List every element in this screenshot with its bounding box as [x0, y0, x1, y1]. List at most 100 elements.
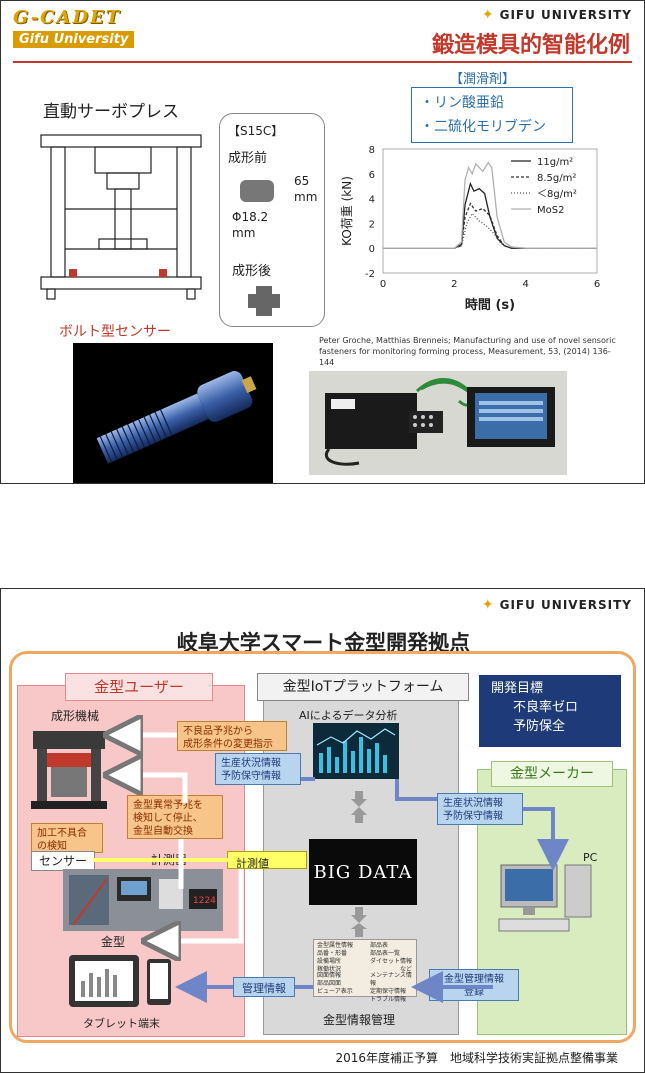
production-info-box-left: 生産状況情報 予防保守情報 [215, 753, 301, 785]
mold-label: 金型 [101, 935, 126, 949]
univ-header: ✦ GIFU UNIVERSITY [482, 7, 632, 23]
mold-mgmt-line: 登録 [464, 987, 484, 998]
diameter-unit: mm [232, 226, 256, 240]
series-line [383, 212, 597, 249]
y-tick-label: 2 [369, 219, 375, 230]
x-tick-label: 0 [380, 279, 386, 290]
anomaly-line: 金型異常予兆を [133, 800, 203, 811]
ai-analysis-label: AIによるデータ分析 [299, 709, 398, 722]
doc-line: ビューア表示 [317, 988, 353, 995]
goal-item: 不良率ゼロ [513, 700, 579, 715]
bolt-sensor-photo [73, 343, 273, 483]
legend-entry: 11g/m² [537, 157, 573, 168]
doc-line: 金型属性情報 [317, 942, 354, 949]
flow-arrows [1, 589, 569, 1003]
doc-line: 部品図面 [317, 980, 342, 987]
slide-title: 鍛造模具的智能化例 [431, 32, 630, 58]
x-axis-label: 時間 (s) [465, 297, 515, 313]
legend-entry: ＜8g/m² [537, 189, 577, 200]
slide-2: ✦ GIFU UNIVERSITY 岐阜大学スマート金型開発拠点 金型ユーザー … [0, 588, 645, 1073]
anomaly-detection-box: 金型異常予兆を 検知して停止、 金型自動交換 [127, 795, 223, 839]
y-tick-label: 8 [369, 145, 375, 156]
sensor-marker-left [69, 269, 77, 277]
goal-box: 開発目標 不良率ゼロ 予防保全 [479, 675, 621, 747]
management-info-label: 管理情報 [242, 982, 286, 995]
doc-line: など [400, 966, 413, 973]
goal-title: 開発目標 [491, 681, 544, 696]
y-axis-label: KO荷重 (kN) [340, 176, 354, 246]
x-tick-label: 4 [522, 279, 528, 290]
measurement-device-photo [309, 371, 567, 475]
sensor-label: センサー [31, 851, 95, 871]
prod-info-line: 予防保守情報 [443, 811, 503, 822]
tablet-image [69, 955, 171, 1007]
citation: Peter Groche, Matthias Brenneis; Manufac… [319, 336, 616, 367]
after-forming-label: 成形後 [232, 264, 272, 279]
header-divider [13, 61, 632, 63]
defect-line: 不良品予兆から [183, 726, 253, 737]
management-info-box: 管理情報 [233, 977, 295, 997]
univ-name: GIFU UNIVERSITY [499, 598, 632, 612]
doc-line: メンテナンス情報 [370, 972, 412, 987]
forming-machine-label: 成形機械 [51, 709, 100, 723]
press-title: 直動サーボプレス [43, 102, 179, 122]
yellow-arrow-line [93, 858, 229, 862]
doc-line: 部品表 [370, 942, 389, 949]
doc-line: 定期保守情報 [370, 988, 407, 995]
series-line [383, 161, 597, 249]
anomaly-line: 検知して停止、 [133, 813, 203, 824]
billet-cylinder [240, 180, 274, 202]
doc-line: ダイセット情報 [370, 958, 413, 965]
x-tick-label: 2 [451, 279, 457, 290]
y-tick-label: -2 [365, 269, 375, 280]
material-box: 【S15C】 成形前 65 mm Φ18.2 mm 成形後 [219, 113, 325, 327]
height-unit: mm [294, 190, 318, 204]
user-panel-title: 金型ユーザー [65, 673, 213, 701]
diameter-value: Φ18.2 [232, 210, 269, 224]
doc-line: 部品表一覧 [370, 950, 401, 957]
logo-bottom-text: Gifu University [13, 31, 135, 48]
machining-line: の検知 [37, 841, 67, 852]
doc-line: トラブル情報 [370, 996, 407, 1003]
logo-top-text: G-CADET [13, 7, 122, 28]
lubricant-item: ・リン酸亜鉛 [420, 95, 504, 111]
g-cadet-logo: G-CADET Gifu University [13, 7, 143, 55]
machining-line: 加工不具合 [37, 828, 87, 839]
doc-line: 設備場所 [317, 958, 342, 965]
y-tick-label: 0 [369, 244, 375, 255]
maker-panel-title: 金型メーカー [491, 761, 613, 787]
height-value: 65 [294, 174, 310, 188]
outer-frame [9, 651, 636, 1043]
bolt-sensor-label: ボルト型センサー [59, 324, 171, 340]
mold-document: 金型属性情報 品番・形番 設備場所 稼働状況 部品表 部品表一覧 ダイセット情報… [313, 939, 417, 1003]
material-grade: 【S15C】 [228, 124, 284, 138]
before-forming-label: 成形前 [228, 151, 268, 166]
doc-line: 品番・形番 [317, 950, 348, 957]
doc-line: 図面情報 [317, 972, 342, 979]
univ-wing-icon: ✦ [481, 7, 494, 23]
big-data-box: BIG DATA [309, 839, 417, 905]
doc-line: 稼働状況 [317, 966, 342, 973]
univ-name: GIFU UNIVERSITY [499, 8, 632, 22]
platform-panel-title: 金型IoTプラットフォーム [257, 673, 469, 701]
formed-part-icon [248, 286, 280, 316]
legend-entry: 8.5g/m² [537, 173, 576, 184]
ai-analysis-image [313, 723, 399, 779]
y-tick-label: 4 [369, 195, 375, 206]
svg-text:1224: 1224 [193, 896, 216, 906]
anomaly-line: 金型自動交換 [133, 826, 193, 837]
slide-1: G-CADET Gifu University ✦ GIFU UNIVERSIT… [0, 0, 645, 484]
mold-mgmt-line: 金型管理情報 [444, 974, 504, 985]
pc-image [498, 864, 592, 932]
pc-label: PC [583, 851, 598, 864]
big-data-label: BIG DATA [313, 861, 413, 883]
mold-photo: 1224 [63, 869, 223, 931]
measured-value-label: 計測値 [236, 857, 269, 870]
series-line [383, 202, 597, 249]
univ-header-2: ✦ GIFU UNIVERSITY [482, 597, 632, 613]
lubricant-box: 【潤滑剤】 ・リン酸亜鉛 ・二硫化モリブデン [411, 72, 573, 143]
prod-info-line: 生産状況情報 [443, 798, 503, 809]
measured-value-arrow: 計測値 [227, 851, 307, 870]
forming-machine-image [31, 731, 107, 809]
